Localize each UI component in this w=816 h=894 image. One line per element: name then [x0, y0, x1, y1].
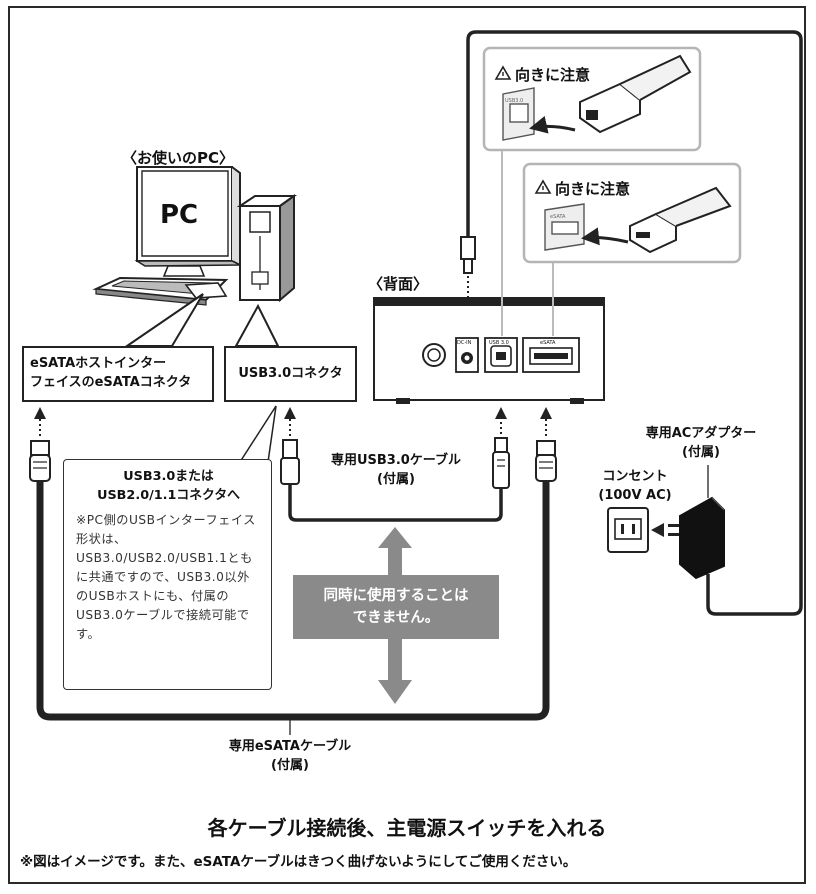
warning-triangle-icon-2 — [534, 179, 552, 194]
footnote: ※図はイメージです。また、eSATAケーブルはきつく曲げないようにしてご使用くだ… — [20, 854, 577, 870]
esata-cable-label-2: (付属) — [271, 757, 309, 773]
ac-adapter-label-2: (付属) — [682, 444, 720, 460]
inset-usb-port-label: USB3.0 — [505, 98, 524, 104]
ac-adapter-icon — [668, 465, 725, 580]
port-label-dcin: DC-IN — [457, 340, 472, 346]
esata-connector-box: eSATAホストインター フェイスのeSATAコネクタ — [22, 346, 214, 402]
pc-screen-text: PC — [160, 200, 199, 230]
outlet-label: コンセント (100V AC) — [580, 468, 690, 506]
caution-label-usb: 向きに注意 — [515, 66, 591, 84]
esata-connector-label-1: eSATAホストインター — [30, 356, 167, 372]
note-pointer — [238, 405, 277, 463]
esata-cable-label: 専用eSATAケーブル (付属) — [200, 738, 380, 776]
ac-adapter-label-1: 専用ACアダプター — [645, 426, 757, 441]
note-title-2: USB2.0/1.1コネクタへ — [97, 488, 240, 504]
dc-plug-icon — [460, 236, 476, 274]
back-title: 〈背面〉 — [368, 275, 429, 293]
dc-power-cable — [466, 30, 803, 616]
usb-cable-label: 専用USB3.0ケーブル (付属) — [306, 452, 486, 490]
esata-connector-label-2: フェイスのeSATAコネクタ — [30, 375, 192, 390]
warning-text-1: 同時に使用することは — [323, 588, 469, 604]
pc-tower-icon — [236, 194, 298, 303]
pc-title: 〈お使いのPC〉 — [122, 149, 235, 167]
device-back-panel — [373, 297, 605, 404]
ac-adapter-label: 専用ACアダプター (付属) — [626, 425, 776, 463]
warning-double-arrow-icon — [293, 527, 499, 704]
usb-connector-label: USB3.0コネクタ — [238, 365, 343, 381]
caution-inset-esata — [522, 162, 742, 264]
wall-outlet-icon — [607, 507, 649, 553]
esata-cable — [36, 478, 550, 721]
caution-label-esata: 向きに注意 — [555, 180, 631, 198]
outlet-label-1: コンセント — [602, 469, 668, 484]
warning-text-2: できません。 — [352, 609, 440, 626]
plug-arrow-icon — [651, 523, 664, 537]
keyboard-icon — [92, 276, 229, 306]
usb-note-box: USB3.0または USB2.0/1.1コネクタへ ※PC側のUSBインターフェ… — [63, 459, 272, 690]
usb-cable-label-1: 専用USB3.0ケーブル — [330, 453, 462, 468]
caution-inset-usb — [482, 46, 702, 152]
port-label-esata: eSATA — [540, 340, 556, 346]
usb-cable-label-2: (付属) — [377, 471, 415, 487]
main-heading: 各ケーブル接続後、主電源スイッチを入れる — [207, 816, 607, 840]
callout-pointer-esata — [123, 293, 204, 347]
esata-plug-right-icon — [535, 440, 557, 482]
pc-monitor-icon — [134, 166, 241, 277]
note-title-1: USB3.0または — [123, 469, 214, 484]
inset-esata-port-label: eSATA — [550, 214, 566, 220]
outlet-label-2: (100V AC) — [598, 487, 672, 503]
usb-connector-box: USB3.0コネクタ — [224, 346, 357, 402]
note-body: ※PC側のUSBインターフェイス形状は、USB3.0/USB2.0/USB1.1… — [76, 513, 256, 641]
outer-frame — [8, 6, 806, 884]
esata-plug-left-icon — [29, 440, 51, 482]
usb-a-plug-icon — [280, 439, 300, 485]
usb-cable — [288, 483, 503, 522]
port-label-usb: USB 3.0 — [489, 340, 509, 346]
esata-cable-label-1: 専用eSATAケーブル — [228, 739, 352, 754]
warning-triangle-icon — [494, 65, 512, 80]
callout-pointer-usb — [234, 303, 280, 347]
usb-b-plug-icon — [492, 437, 510, 489]
warning-text: 同時に使用することは できません。 — [293, 586, 499, 630]
